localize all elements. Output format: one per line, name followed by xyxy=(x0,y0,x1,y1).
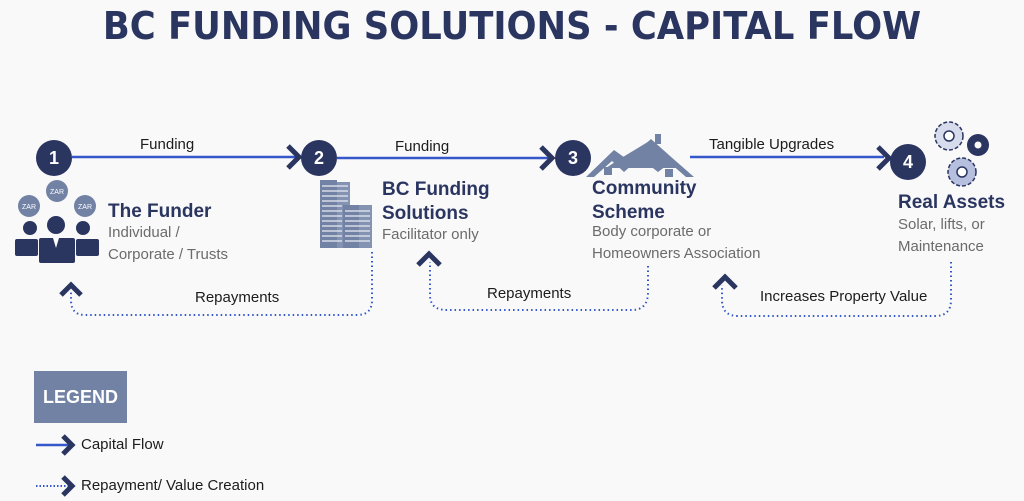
return-arrow-3-2 xyxy=(416,250,649,311)
funder-subtitle: Individual / xyxy=(108,224,180,241)
scheme-title: Community xyxy=(592,178,697,199)
funder-subtitle: Corporate / Trusts xyxy=(108,246,229,263)
return-flow-label: Increases Property Value xyxy=(760,288,928,305)
capital-arrow-1-2 xyxy=(72,144,303,170)
bcfs-subtitle: Facilitator only xyxy=(382,226,479,243)
people-icon: ZAR ZAR ZAR xyxy=(15,180,99,263)
buildings-icon xyxy=(320,180,372,248)
step-3-badge: 3 xyxy=(555,140,591,176)
zar-badge: ZAR xyxy=(50,189,64,196)
page-title: BC FUNDING SOLUTIONS - CAPITAL FLOW xyxy=(102,4,922,48)
assets-subtitle: Maintenance xyxy=(898,238,984,255)
return-flow-label: Repayments xyxy=(195,289,280,306)
step-1-badge: 1 xyxy=(36,140,72,176)
scheme-subtitle: Homeowners Association xyxy=(592,245,761,262)
return-arrow-4-3 xyxy=(712,262,952,317)
scheme-title: Scheme xyxy=(592,202,665,223)
gears-icon xyxy=(934,121,989,187)
assets-subtitle: Solar, lifts, or xyxy=(898,216,985,233)
bcfs-title: Solutions xyxy=(382,203,469,224)
legend-title: LEGEND xyxy=(34,371,127,423)
funder-title: The Funder xyxy=(108,201,212,222)
legend-item-repayment: Repayment/ Value Creation xyxy=(81,477,265,494)
capital-arrow-3-4 xyxy=(690,145,893,171)
return-arrow-2-1 xyxy=(59,252,373,316)
assets-title: Real Assets xyxy=(898,192,1006,213)
bcfs-title: BC Funding xyxy=(382,179,490,200)
step-4-badge: 4 xyxy=(890,144,926,180)
return-flow-label: Repayments xyxy=(487,285,572,302)
zar-badge: ZAR xyxy=(22,204,36,211)
legend-item-capital-flow: Capital Flow xyxy=(81,436,164,453)
zar-badge: ZAR xyxy=(78,204,92,211)
step-2-badge: 2 xyxy=(301,140,337,176)
houses-icon xyxy=(586,134,694,177)
capital-arrow-2-3 xyxy=(337,145,556,171)
legend-solid-arrow-icon xyxy=(36,434,76,456)
scheme-subtitle: Body corporate or xyxy=(592,223,712,240)
capital-flow-label: Funding xyxy=(395,138,450,155)
capital-flow-label: Tangible Upgrades xyxy=(709,136,835,153)
legend-dotted-arrow-icon xyxy=(36,475,76,497)
capital-flow-label: Funding xyxy=(140,136,195,153)
